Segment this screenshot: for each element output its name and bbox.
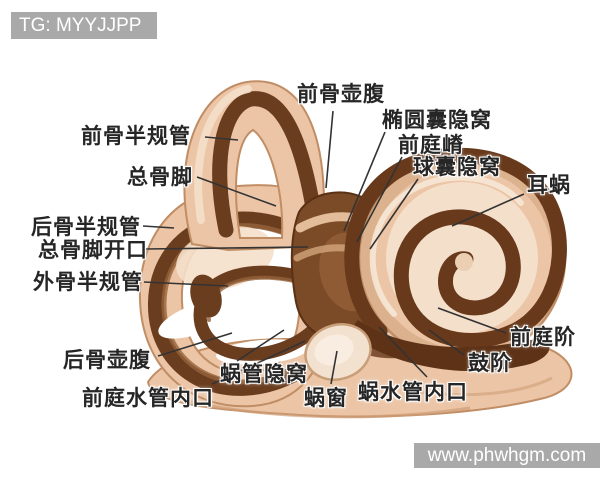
scala-tympani-crescent [353, 320, 550, 372]
leader-line-anterior-bony-semicircular-canal [204, 136, 239, 141]
round-window-highlight [314, 334, 354, 366]
label-internal-opening-of-cochlear-aqueduct: 蜗水管内口 [358, 381, 468, 404]
label-common-bony-crus: 总骨脚 [127, 166, 193, 189]
label-scala-tympani: 鼓阶 [468, 352, 512, 375]
leader-line-cochlear-recess [236, 329, 285, 362]
leader-line-saccular-recess [369, 178, 419, 250]
leader-line-internal-opening-of-cochlear-aqueduct [378, 326, 428, 378]
label-cochlea: 耳蜗 [527, 174, 571, 197]
leader-line-scala-tympani [428, 329, 465, 356]
leader-line-anterior-bony-ampulla [325, 110, 334, 189]
leader-line-opening-of-common-bony-crus [143, 246, 309, 250]
watermark-top-text: TG: MYYJJPP [19, 15, 142, 36]
label-saccular-recess: 球囊隐窝 [413, 156, 501, 179]
watermark-bottom: www.phwhgm.com [414, 443, 600, 468]
bottom-contour-shade-left [174, 396, 471, 419]
leader-line-internal-opening-of-vestibular-aqueduct [211, 340, 306, 385]
label-internal-opening-of-vestibular-aqueduct: 前庭水管内口 [82, 387, 214, 410]
leader-line-posterior-bony-semicircular-canal [142, 225, 175, 229]
leader-line-cochlea [451, 193, 525, 227]
cochlea-light-spiral-accent [369, 174, 524, 317]
label-scala-vestibuli: 前庭阶 [510, 326, 576, 349]
leader-line-utricular-recess [343, 131, 386, 232]
label-cochlear-recess: 蜗管隐窝 [220, 363, 308, 386]
cochlea-dark-spiral [344, 147, 567, 348]
bottom-contour-shade-right [419, 376, 553, 397]
watermark-bottom-text: www.phwhgm.com [427, 445, 587, 466]
leader-line-scala-vestibuli [437, 307, 507, 334]
label-utricular-recess: 椭圆囊隐窝 [382, 109, 492, 132]
label-posterior-bony-semicircular-canal: 后骨半规管 [31, 216, 141, 239]
label-opening-of-common-bony-crus: 总骨脚开口 [38, 239, 148, 262]
leader-line-vestibular-crest [356, 156, 403, 243]
cochlea-center-dot [455, 253, 473, 271]
leader-line-cochlear-window [330, 350, 338, 385]
label-posterior-bony-ampulla: 后骨壶腹 [63, 349, 151, 372]
label-anterior-bony-semicircular-canal: 前骨半规管 [81, 125, 191, 148]
leader-lines [142, 110, 525, 385]
label-anterior-bony-ampulla: 前骨壶腹 [297, 83, 385, 106]
watermark-top: TG: MYYJJPP [11, 12, 157, 39]
anterior-canal-dark-band [212, 91, 325, 242]
label-lateral-bony-semicircular-canal: 外骨半规管 [33, 271, 143, 294]
lateral-canal-dark-band [193, 265, 329, 361]
leader-line-lateral-bony-semicircular-canal [143, 281, 229, 287]
leader-line-posterior-bony-ampulla [157, 332, 233, 357]
anterior-canal-outer-highlight [194, 85, 252, 224]
label-vestibular-crest: 前庭嵴 [398, 134, 464, 157]
leader-line-common-bony-crus [196, 176, 277, 207]
label-cochlear-window: 蜗窗 [304, 387, 348, 410]
